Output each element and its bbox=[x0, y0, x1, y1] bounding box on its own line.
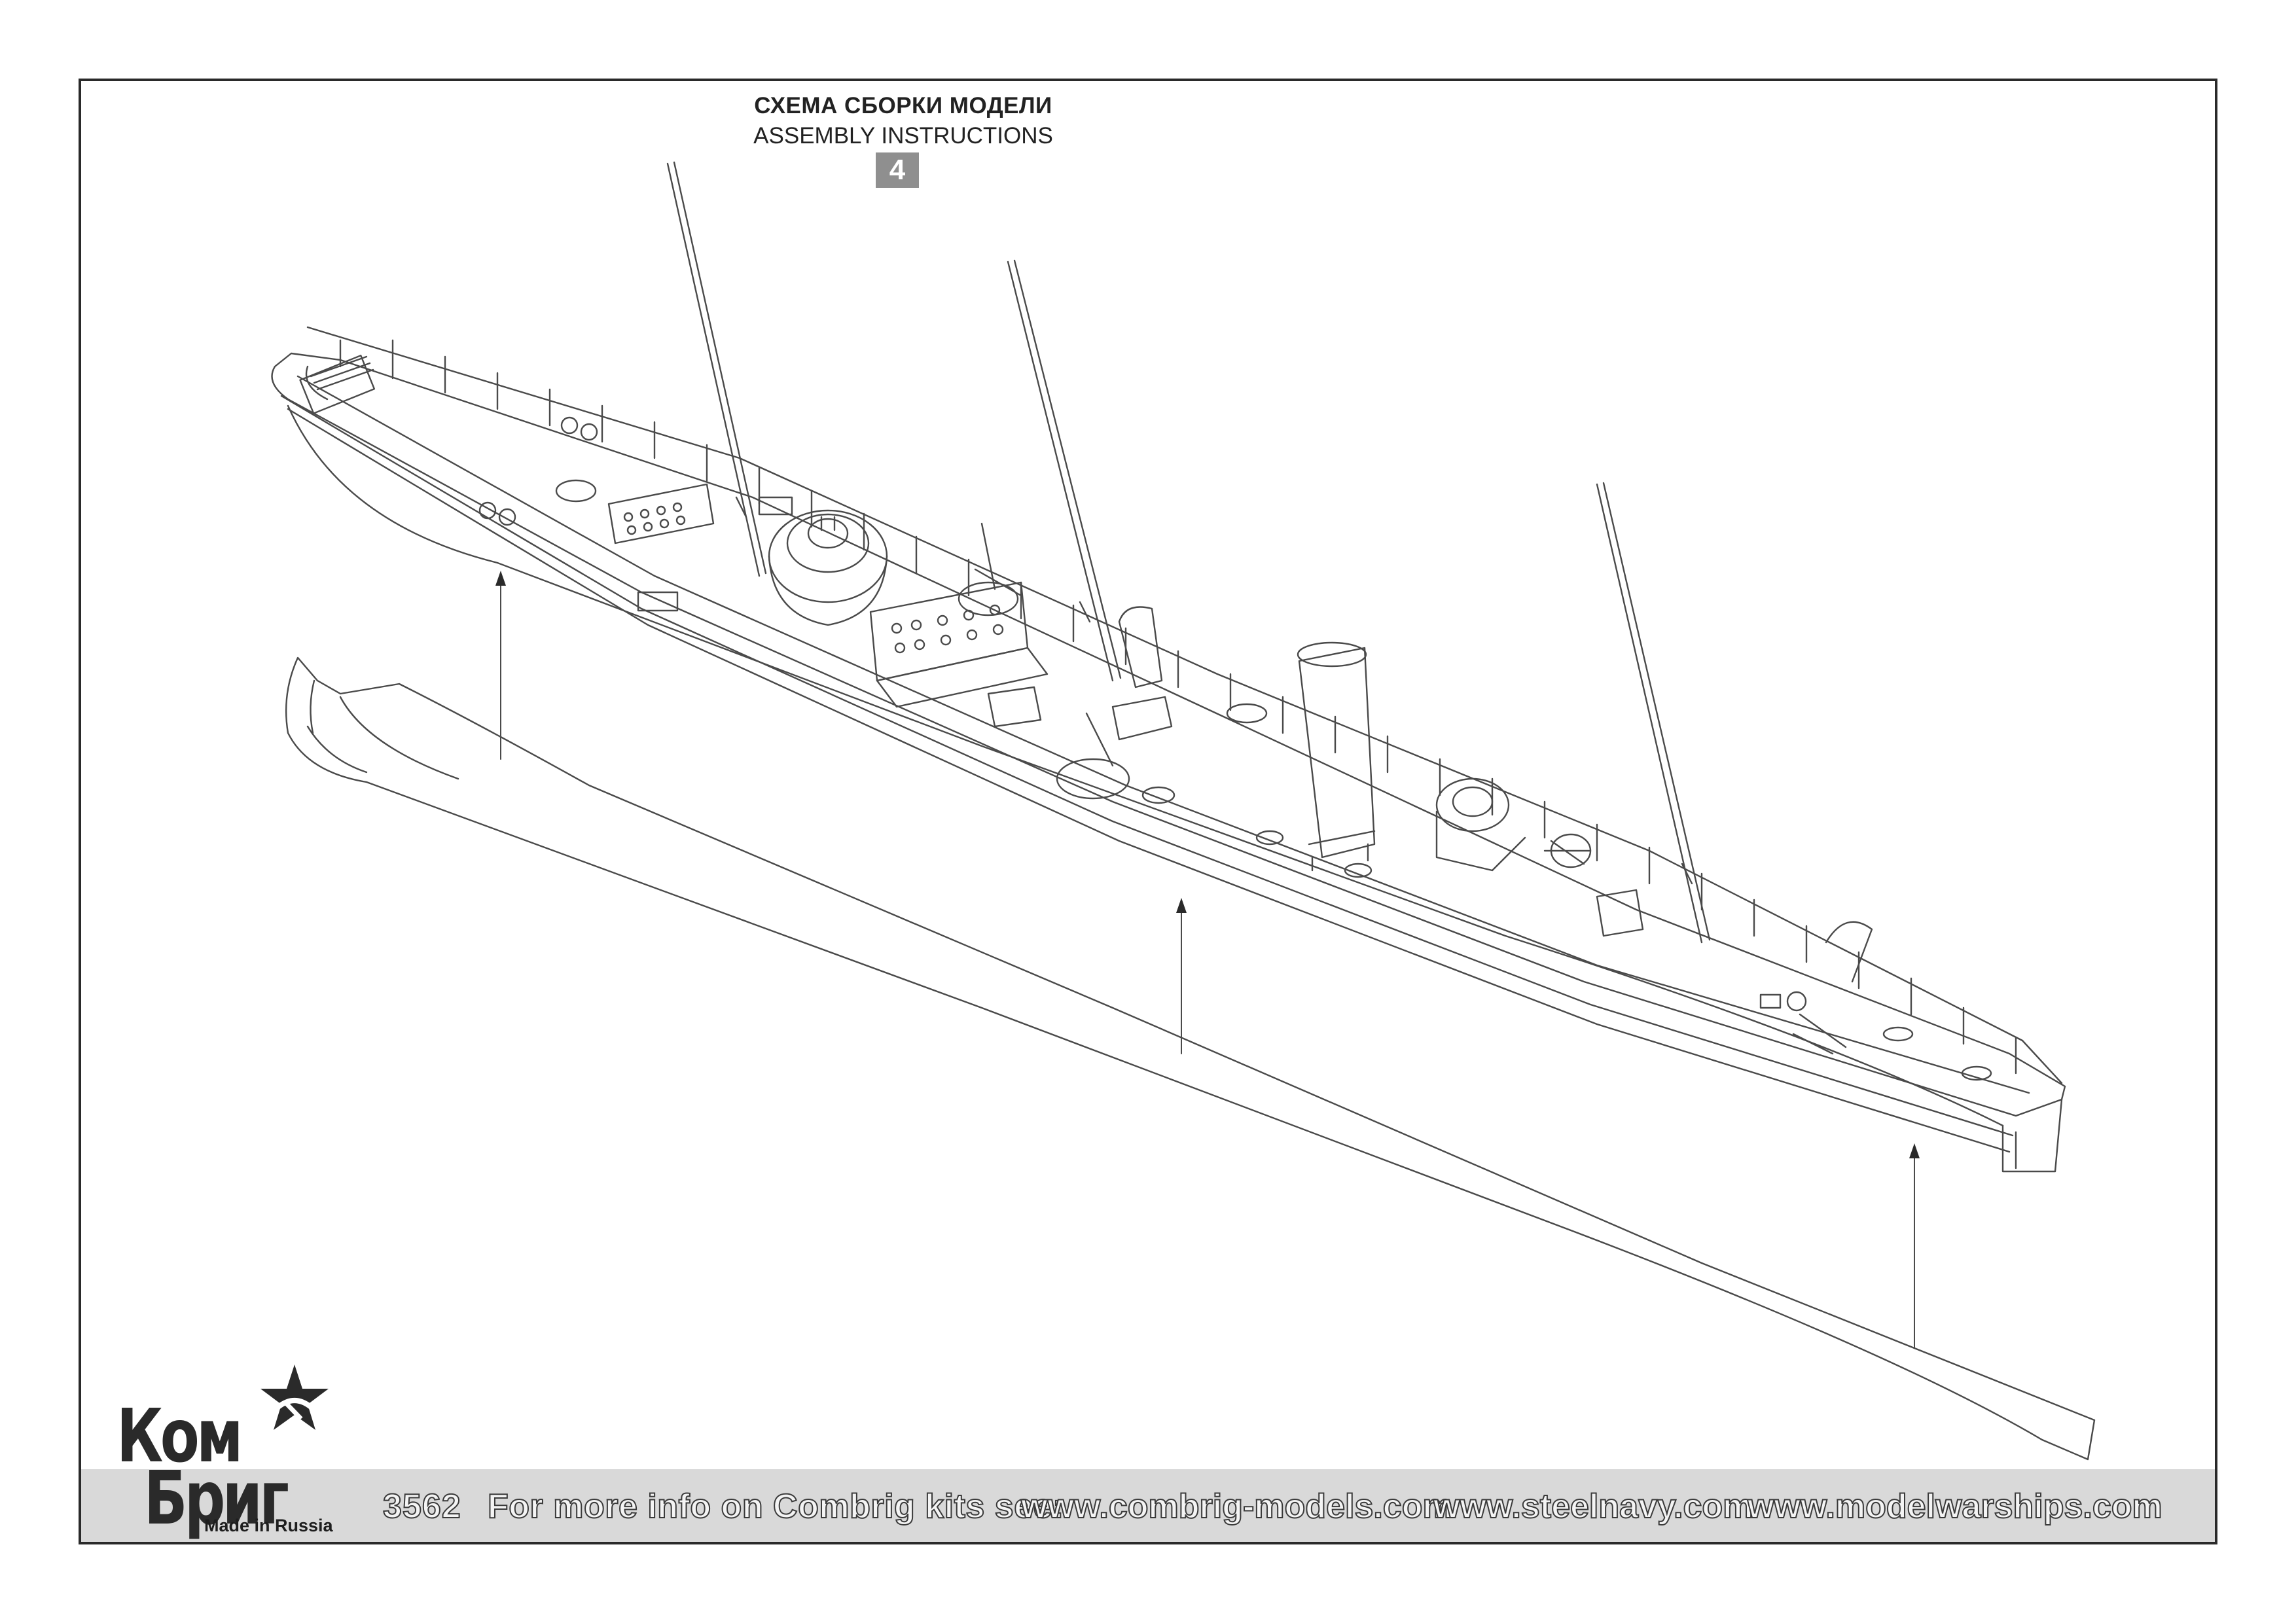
made-in-russia-label: Made in Russia bbox=[204, 1516, 333, 1535]
title-russian: СХЕМА СБОРКИ МОДЕЛИ bbox=[754, 93, 1052, 118]
url-steelnavy[interactable]: www.steelnavy.com bbox=[1433, 1487, 1753, 1526]
assembly-arrows bbox=[500, 579, 1915, 1349]
masts bbox=[666, 161, 1711, 944]
footer-band bbox=[81, 1469, 2215, 1542]
lower-hull bbox=[285, 656, 2096, 1461]
footer-info-text: For more info on Combrig kits see: bbox=[487, 1487, 1064, 1526]
instructions-title: СХЕМА СБОРКИ МОДЕЛИ ASSEMBLY INSTRUCTION… bbox=[674, 93, 1132, 149]
title-english: ASSEMBLY INSTRUCTIONS bbox=[753, 123, 1053, 149]
combrig-logo: Ком Бриг Made in Russia bbox=[111, 1361, 360, 1541]
upper-hull bbox=[271, 326, 2066, 1173]
kit-number: 3562 bbox=[382, 1487, 461, 1526]
arrow-heads bbox=[495, 571, 1920, 1158]
locker-circles bbox=[623, 502, 1004, 654]
star-icon bbox=[260, 1364, 329, 1430]
url-modelwarships[interactable]: www.modelwarships.com bbox=[1747, 1487, 2163, 1526]
step-number-badge: 4 bbox=[876, 152, 919, 188]
page-frame bbox=[79, 79, 2217, 1544]
railing-stanchions bbox=[339, 339, 2017, 1075]
url-combrig[interactable]: www.combrig-models.com bbox=[1020, 1487, 1454, 1526]
logo-text-line1: Ком bbox=[117, 1394, 243, 1479]
logo-text-line2: Бриг bbox=[144, 1456, 289, 1541]
